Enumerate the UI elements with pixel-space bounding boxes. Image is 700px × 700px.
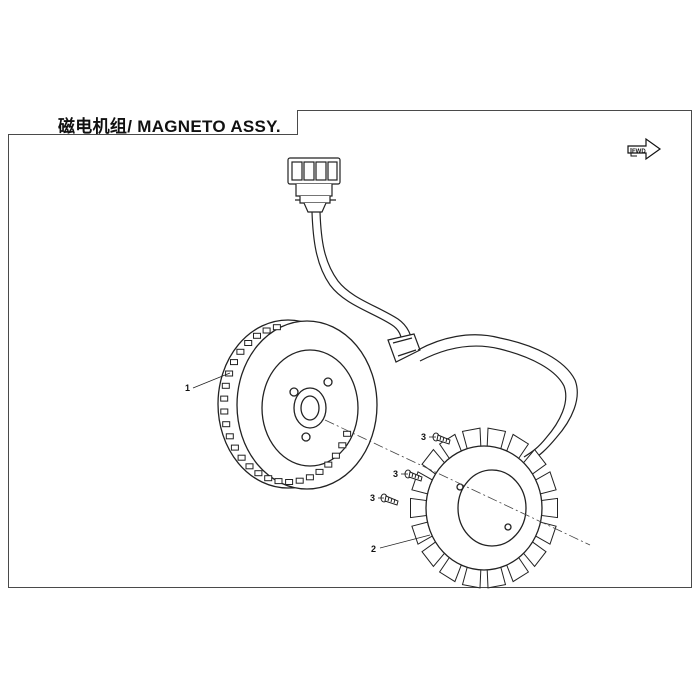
flywheel-slot (244, 340, 253, 346)
flywheel-slot (272, 324, 281, 331)
flywheel-slot (221, 382, 230, 389)
callout-flywheel: 1 (185, 383, 190, 393)
flywheel-slot (295, 477, 304, 484)
callout-stator: 2 (371, 544, 376, 554)
fwd-label: FWD (632, 149, 646, 155)
flywheel-slot (220, 408, 229, 415)
assembly-axis-line (324, 419, 591, 546)
flywheel-slot (230, 359, 238, 366)
flywheel-slot (253, 332, 261, 339)
flywheel-slot (236, 348, 245, 355)
wiring-harness (311, 211, 578, 463)
flywheel-slot (222, 421, 231, 428)
flywheel-slot (331, 452, 340, 459)
flywheel-slot (285, 479, 294, 485)
wire-connector (287, 157, 341, 213)
flywheel-slot (343, 430, 352, 437)
diagram-title: 磁电机组/ MAGNETO ASSY. (58, 117, 281, 136)
callout-screw: 3 (421, 432, 426, 442)
flywheel-slot (237, 454, 246, 461)
flywheel-rotor (217, 319, 378, 490)
callout-screw: 3 (393, 469, 398, 479)
callout-screw: 3 (370, 493, 375, 503)
flywheel-slot (315, 468, 324, 475)
flywheel-slot (220, 395, 229, 402)
screw-icon (432, 432, 451, 445)
flywheel-slot (225, 433, 234, 440)
leader-lines (192, 372, 436, 549)
flywheel-slots (220, 324, 352, 485)
title-box: 磁电机组/ MAGNETO ASSY. (8, 110, 298, 136)
flywheel-slot (262, 327, 271, 334)
flywheel-slot (274, 478, 283, 485)
diagram-frame (8, 110, 692, 588)
flywheel-slot (305, 474, 314, 481)
stator-coil (410, 427, 558, 589)
screw-icon (380, 493, 399, 506)
flywheel-slot (230, 444, 239, 451)
flywheel-slot (338, 442, 347, 449)
flywheel-slot (324, 461, 333, 468)
forward-arrow-icon: FWD (627, 137, 662, 161)
flywheel-slot (254, 470, 263, 477)
screw-icon (404, 469, 423, 482)
flywheel-slot (264, 475, 273, 482)
flywheel-slot (245, 463, 254, 470)
